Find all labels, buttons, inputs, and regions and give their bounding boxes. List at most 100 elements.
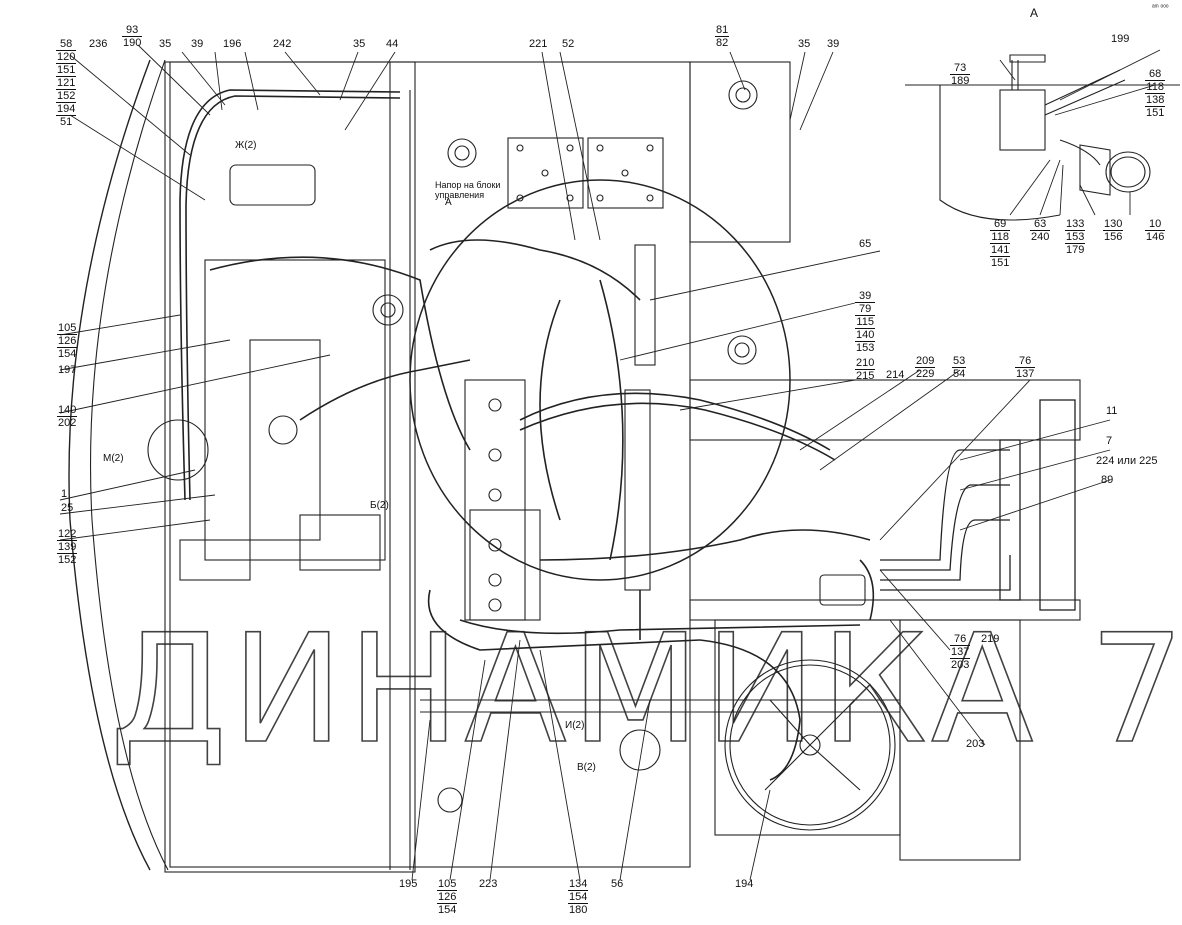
callout-c89: 89	[1100, 474, 1114, 486]
callout-number: 35	[798, 38, 811, 50]
callout-number: 223	[479, 878, 498, 890]
callout-number: 236	[89, 38, 108, 50]
callout-number: 39	[855, 290, 876, 303]
callout-c221: 221	[528, 38, 548, 50]
mounting-plates	[447, 80, 758, 365]
callout-number: 52	[562, 38, 575, 50]
callout-c197: 197	[57, 364, 77, 376]
callout-number: 190	[123, 37, 142, 49]
callout-number: 76	[950, 633, 971, 646]
callout-number: 121	[56, 77, 77, 90]
callout-number: 197	[58, 364, 77, 376]
callout-c35c: 35	[797, 38, 811, 50]
callout-number: 219	[981, 633, 1000, 645]
callout-number: 194	[56, 103, 77, 116]
callout-number: 126	[57, 335, 78, 348]
section-mark-i: И(2)	[565, 720, 585, 731]
callout-number: 105	[437, 878, 458, 891]
callout-number: 65	[859, 238, 872, 250]
view-label: A	[1030, 6, 1039, 20]
callout-number: 89	[1101, 474, 1114, 486]
callout-number: 153	[1065, 231, 1086, 244]
callout-number: 154	[568, 891, 589, 904]
callout-number: 53	[952, 355, 967, 368]
section-mark-b: Б(2)	[370, 500, 389, 511]
callout-number: 82	[716, 37, 729, 49]
callout-number: 139	[57, 541, 78, 554]
callout-number: 68	[1145, 68, 1166, 81]
callout-number: 69	[990, 218, 1011, 231]
callout-c52: 52	[561, 38, 575, 50]
callout-number: 115	[855, 316, 876, 329]
callout-c11: 11	[1105, 405, 1118, 417]
callout-number: 137	[950, 646, 971, 659]
callout-number: 126	[437, 891, 458, 904]
callout-number: 137	[1016, 368, 1035, 380]
callout-number: 156	[1104, 231, 1123, 243]
callout-number: 203	[966, 738, 985, 750]
leader-lines	[59, 44, 1161, 881]
callout-number: 7	[1106, 435, 1113, 447]
callout-c39a: 39	[190, 38, 204, 50]
callout-number: 105	[57, 322, 78, 335]
callout-number: 138	[1145, 94, 1166, 107]
callout-number: 118	[990, 231, 1011, 244]
watermark-logo: ДИНАМИКА 76	[109, 603, 1182, 777]
callout-number: 146	[1146, 231, 1165, 243]
callout-number: 154	[58, 348, 77, 360]
callout-c65: 65	[858, 238, 872, 250]
callout-number: 56	[611, 878, 624, 890]
callout-c214: 214	[885, 369, 905, 381]
steel-pipes	[880, 399, 1076, 611]
callout-number: 195	[399, 878, 418, 890]
callout-c224: 224 или 225	[1095, 455, 1159, 467]
cab-outline	[68, 59, 151, 871]
callout-c35a: 35	[158, 38, 172, 50]
corner-mark: ᵃᵐ ᵒᵒᵒ	[1152, 4, 1169, 11]
callout-number: 151	[991, 257, 1010, 269]
callout-number: 120	[56, 51, 77, 64]
callout-number: 79	[855, 303, 876, 316]
callout-number: 224 или 225	[1096, 455, 1158, 467]
callout-number: 81	[715, 24, 730, 37]
callout-number: 151	[56, 64, 77, 77]
callout-number: 122	[57, 528, 78, 541]
callout-number: 189	[951, 75, 970, 87]
callout-number: 180	[569, 904, 588, 916]
callout-c7: 7	[1105, 435, 1113, 447]
filter-cylinder	[819, 574, 866, 606]
callout-c25: 25	[60, 502, 74, 514]
section-mark-v: В(2)	[577, 762, 596, 773]
callout-c56: 56	[610, 878, 624, 890]
callout-number: 39	[191, 38, 204, 50]
callout-c236: 236	[88, 38, 108, 50]
callout-number: 140	[855, 329, 876, 342]
callout-number: 35	[159, 38, 172, 50]
callout-number: 35	[353, 38, 366, 50]
callout-number: 196	[223, 38, 242, 50]
callout-number: 221	[529, 38, 548, 50]
engine-block	[147, 164, 404, 581]
callout-number: 215	[856, 370, 875, 382]
callout-c35b: 35	[352, 38, 366, 50]
callout-number: 51	[60, 116, 73, 128]
callout-number: 202	[58, 417, 77, 429]
callout-number: 118	[1145, 81, 1166, 94]
detail-view-a	[905, 54, 1180, 221]
